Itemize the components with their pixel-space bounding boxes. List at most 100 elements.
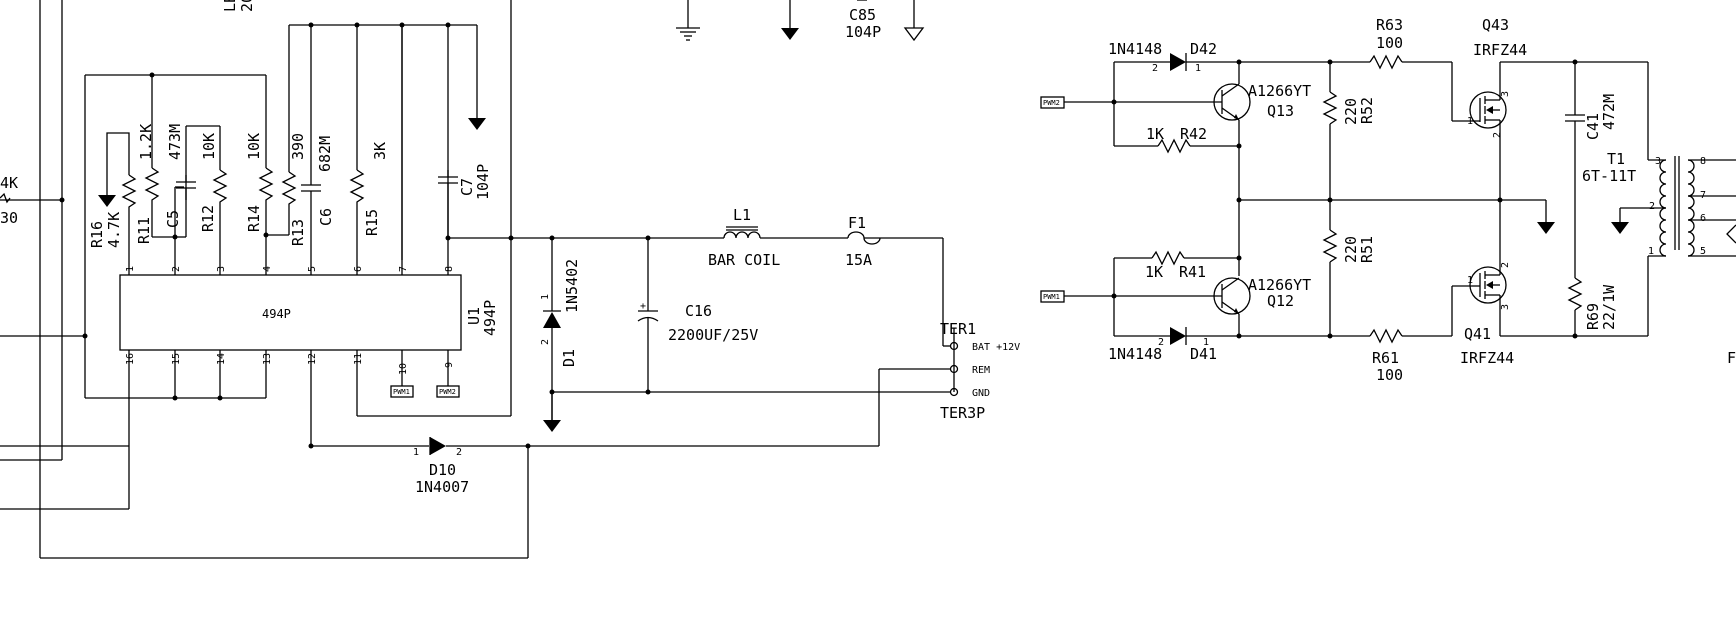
ter1-ref: TER1 [940, 320, 976, 338]
r51-value: 220 [1342, 236, 1360, 263]
u1-pin-10: 10 [398, 363, 409, 375]
r69-value: 22/1W [1600, 284, 1618, 330]
u1-body-label: 494P [262, 307, 291, 321]
r14-value: 10K [245, 133, 263, 160]
u1-bottom-bus [82, 0, 512, 449]
left-edge-label-top: 4K [0, 174, 18, 192]
u1-pin-2: 2 [171, 266, 182, 272]
q13-part: A1266YT [1248, 82, 1311, 100]
d10-pin2: 2 [456, 447, 462, 458]
c6-value: 682M [316, 136, 334, 172]
q12-ref: Q12 [1267, 292, 1294, 310]
r13-ref: R13 [289, 219, 307, 246]
t1-pin-5: 5 [1700, 246, 1706, 257]
r14-ref: R14 [245, 205, 263, 232]
t1-pin-8: 8 [1700, 156, 1706, 167]
r11-value: 1.2K [137, 124, 155, 160]
r69-ref: R69 [1584, 303, 1602, 330]
q41-pin3: 3 [1500, 304, 1511, 310]
c41-r69-snubber [1565, 62, 1585, 336]
u1-bottom-pins [128, 350, 449, 509]
q41-mosfet [1469, 200, 1648, 339]
q43-mosfet [1469, 59, 1648, 200]
t1-pin-6: 6 [1700, 213, 1706, 224]
r15-ref: R15 [363, 209, 381, 236]
t1-transformer [1611, 62, 1736, 336]
c16-capacitor [637, 238, 659, 395]
u1-pin-5: 5 [307, 266, 318, 272]
r12-value: 10K [200, 133, 218, 160]
r42-value: 1K [1146, 125, 1164, 143]
d10-pin1: 1 [413, 447, 419, 458]
r52-value: 220 [1342, 98, 1360, 125]
t1-value: 6T-11T [1582, 167, 1636, 185]
ground-symbol [676, 0, 700, 41]
u1-pin-15: 15 [171, 353, 182, 365]
r63-ref: R63 [1376, 16, 1403, 34]
c5-ref: C5 [164, 210, 182, 228]
u1-pin-9: 9 [444, 362, 455, 368]
q43-pin2: 2 [1492, 132, 1503, 138]
pwm2-tag-left-text: PWM2 [439, 388, 456, 396]
pwm1-tag-left [390, 385, 414, 398]
u1-pin-6: 6 [353, 266, 364, 272]
l1-coil [648, 226, 848, 239]
ter1-terminal [552, 328, 959, 446]
q41-part: IRFZ44 [1460, 349, 1514, 367]
d1-diode [543, 238, 561, 432]
r52-ref: R52 [1358, 97, 1376, 124]
l1-value: BAR COIL [708, 251, 780, 269]
lb-vertical-value: 20 [238, 0, 256, 12]
d1-pin1: 1 [540, 294, 551, 300]
pwm2-tag-left [436, 385, 460, 398]
left-edge-wires [0, 0, 528, 559]
ter1-pin-rem: REM [972, 365, 990, 376]
r63-value: 100 [1376, 34, 1403, 52]
u1-pin-13: 13 [262, 353, 273, 365]
r13-value: 390 [289, 133, 307, 160]
t1-pin-1: 1 [1648, 246, 1654, 257]
q13-ref: Q13 [1267, 102, 1294, 120]
d42-pin1: 1 [1195, 63, 1201, 74]
f1-fuse [847, 231, 944, 346]
q43-part: IRFZ44 [1473, 41, 1527, 59]
lower-driver [1064, 200, 1472, 345]
left-edge-label-bottom: 30 [0, 209, 18, 227]
r12-ref: R12 [199, 205, 217, 232]
r11-ref: R11 [135, 217, 153, 244]
q12-part: A1266YT [1248, 276, 1311, 294]
r41-ref: R41 [1179, 263, 1206, 281]
ter1-pin-bat: BAT +12V [972, 342, 1020, 353]
q41-pin2: 2 [1500, 262, 1511, 268]
r51-ref: R51 [1358, 236, 1376, 263]
d1-ref: D1 [560, 349, 578, 367]
d42-pin2: 2 [1152, 63, 1158, 74]
c7-value: 104P [474, 164, 492, 200]
c85-value: 104P [845, 23, 881, 41]
u1-pin-11: 11 [353, 353, 364, 365]
c6-ref: C6 [317, 208, 335, 226]
d10-diode [311, 437, 879, 558]
f1-value: 15A [845, 251, 872, 269]
d1-pin2: 2 [540, 339, 551, 345]
u1-pin-3: 3 [216, 266, 227, 272]
ground-arrow-top [781, 0, 799, 40]
ground-open-arrow [903, 0, 925, 42]
u1-part: 494P [481, 300, 499, 336]
lb-vertical-label: LB [221, 0, 239, 12]
q43-pin3: 3 [1500, 91, 1511, 97]
c85-label: C85 [849, 6, 876, 24]
ter1-pin-gnd: GND [972, 388, 990, 399]
d41-pin2: 2 [1158, 337, 1164, 348]
ter1-part: TER3P [940, 404, 985, 422]
pwm1-tag-right-text: PWM1 [1043, 293, 1060, 301]
q41-pin1: 1 [1467, 275, 1473, 286]
u1-pin-8: 8 [444, 266, 455, 272]
pwm2-tag-right-text: PWM2 [1043, 99, 1060, 107]
f1-ref: F1 [848, 214, 866, 232]
r16-ref: R16 [88, 221, 106, 248]
u1-chip [119, 274, 462, 351]
q43-pin1: 1 [1467, 116, 1473, 127]
t1-pin-7: 7 [1700, 190, 1706, 201]
u1-pin-16: 16 [125, 353, 136, 365]
